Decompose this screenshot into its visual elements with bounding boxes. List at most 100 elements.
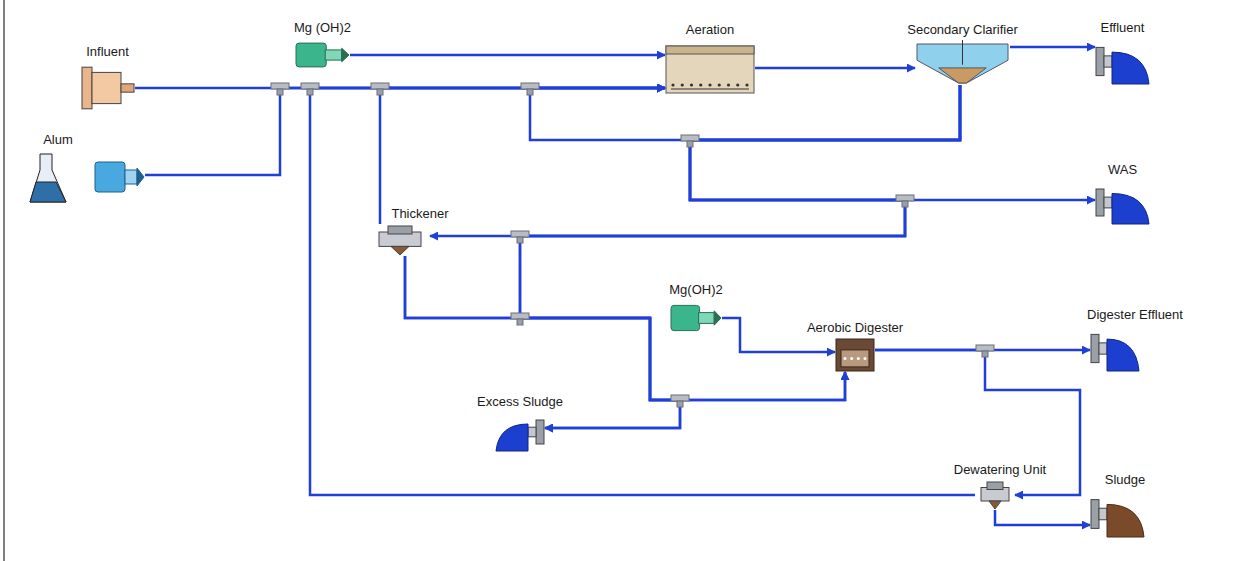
icon-part bbox=[1112, 194, 1149, 225]
unit-outline bbox=[1090, 490, 1145, 538]
tee-bar bbox=[511, 231, 529, 237]
flow-line bbox=[1010, 46, 1095, 49]
unit-label: Digester Effluent bbox=[1087, 307, 1183, 323]
diffuser bbox=[690, 83, 693, 86]
tee-bar bbox=[371, 83, 389, 89]
unit-outline bbox=[1095, 38, 1150, 85]
src-icon bbox=[82, 67, 134, 109]
unit-outline bbox=[670, 300, 722, 336]
icon-part bbox=[1091, 334, 1099, 362]
flow-line bbox=[405, 256, 680, 428]
tank-unit: Aeration bbox=[665, 40, 755, 95]
tee-bar bbox=[271, 83, 289, 89]
flow-line bbox=[690, 85, 1095, 200]
alum-unit: Alum bbox=[28, 150, 145, 205]
icon-part bbox=[1091, 500, 1099, 529]
icon-part bbox=[121, 84, 134, 92]
icon-part bbox=[987, 482, 1003, 490]
icon-part bbox=[989, 501, 1001, 509]
icon-part bbox=[666, 46, 754, 93]
icon-part bbox=[391, 246, 409, 255]
flow-line bbox=[755, 67, 915, 70]
unit-label: Sludge bbox=[1105, 472, 1145, 488]
icon-part bbox=[496, 424, 528, 451]
icon-part bbox=[137, 168, 144, 186]
dev-unit: Thickener bbox=[370, 224, 430, 256]
diffuser bbox=[736, 83, 739, 86]
sink-icon bbox=[1096, 189, 1149, 224]
unit-outline bbox=[915, 40, 1010, 85]
flow-line bbox=[875, 350, 1080, 495]
bubble bbox=[850, 357, 853, 360]
tee-junction bbox=[301, 83, 319, 95]
flow-line bbox=[430, 85, 960, 236]
tee-bar bbox=[671, 395, 689, 401]
tee-junction bbox=[681, 135, 699, 147]
icon-part bbox=[92, 72, 121, 103]
icon-part bbox=[1107, 339, 1139, 371]
tee-junction bbox=[371, 83, 389, 95]
icon-part bbox=[1107, 504, 1144, 537]
scraper-shaft bbox=[962, 40, 963, 65]
feed-icon bbox=[296, 43, 349, 67]
unit-label: Aeration bbox=[686, 22, 734, 38]
tee-bar bbox=[896, 195, 914, 201]
unit-outline bbox=[80, 62, 135, 114]
icon-part bbox=[342, 48, 349, 62]
tee-junction bbox=[511, 231, 529, 243]
diffuser bbox=[708, 83, 711, 86]
unit-outline bbox=[1095, 180, 1150, 225]
icon-part bbox=[1104, 56, 1112, 67]
flow-line bbox=[350, 54, 665, 57]
icon-part bbox=[30, 154, 66, 202]
dev-unit: Dewatering Unit bbox=[975, 480, 1015, 510]
bubble bbox=[864, 357, 867, 360]
tee-stem bbox=[517, 237, 523, 243]
unit-outline bbox=[295, 38, 350, 72]
unit-label: WAS bbox=[1108, 162, 1137, 178]
icon-part bbox=[1099, 508, 1107, 520]
diffuser bbox=[745, 83, 748, 86]
sludge-icon bbox=[1091, 500, 1144, 537]
src-unit: Influent bbox=[80, 62, 135, 114]
tee-junction bbox=[511, 313, 529, 325]
tank-icon bbox=[666, 46, 754, 93]
icon-part bbox=[666, 46, 754, 54]
unit-label: Aerobic Digester bbox=[807, 320, 903, 336]
unit-outline bbox=[665, 40, 755, 95]
diffuser-pipe bbox=[671, 89, 749, 90]
frame-line bbox=[4, 0, 5, 561]
unit-outline bbox=[28, 150, 145, 205]
unit-outline bbox=[495, 412, 545, 452]
tee-bar bbox=[681, 135, 699, 141]
unit-label: Mg (OH)2 bbox=[294, 20, 351, 36]
tee-stem bbox=[677, 401, 683, 407]
flow-line bbox=[995, 510, 1090, 525]
tee-stem bbox=[982, 351, 988, 357]
tee-stem bbox=[527, 89, 533, 95]
unit-label: Thickener bbox=[391, 206, 448, 222]
sink-unit: WAS bbox=[1095, 180, 1150, 225]
alum-icon bbox=[30, 154, 144, 202]
flow-line bbox=[520, 85, 960, 400]
icon-part bbox=[1099, 343, 1107, 354]
diffuser bbox=[699, 83, 702, 86]
tee-bar bbox=[511, 313, 529, 319]
flow-line bbox=[310, 88, 975, 495]
icon-part bbox=[95, 162, 125, 192]
unit-label: Dewatering Unit bbox=[954, 462, 1047, 478]
tee-junction bbox=[271, 83, 289, 95]
tee-stem bbox=[307, 89, 313, 95]
icon-part bbox=[1104, 197, 1112, 208]
bubble bbox=[857, 357, 860, 360]
icon-part bbox=[836, 339, 874, 371]
unit-label: Excess Sludge bbox=[477, 394, 563, 410]
tee-bar bbox=[521, 83, 539, 89]
diffuser bbox=[718, 83, 721, 86]
clar-icon bbox=[917, 40, 1008, 83]
icon-part bbox=[714, 311, 721, 325]
icon-part bbox=[1112, 52, 1149, 84]
tee-stem bbox=[517, 319, 523, 325]
